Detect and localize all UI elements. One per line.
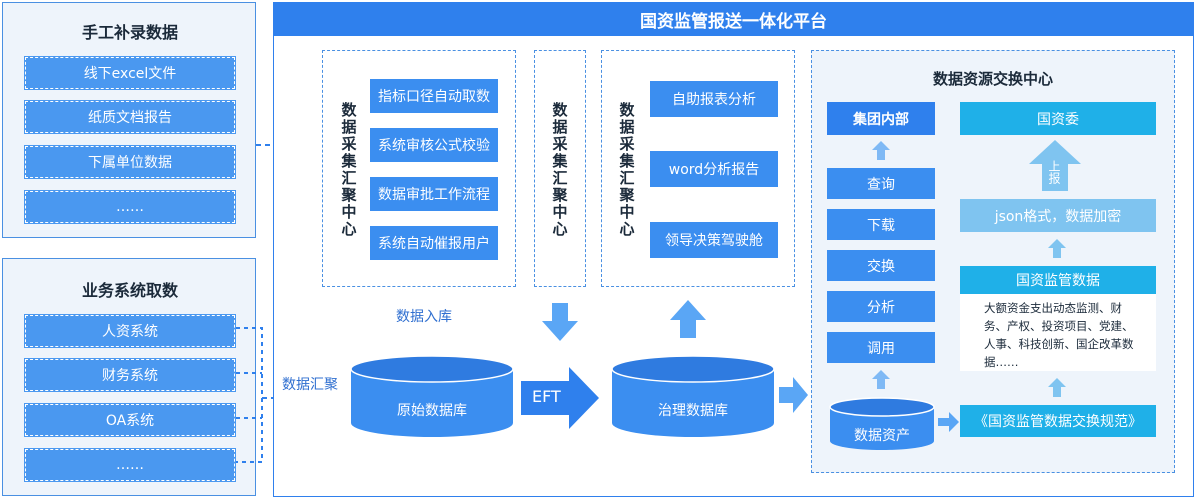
business-systems-panel: 业务系统取数 人资系统 财务系统 OA系统 …… bbox=[2, 258, 256, 496]
op-button[interactable]: 分析 bbox=[827, 291, 935, 322]
op-button[interactable]: 交换 bbox=[827, 250, 935, 281]
analysis-item[interactable]: 领导决策驾驶舱 bbox=[650, 222, 778, 258]
platform-title: 国资监管报送一体化平台 bbox=[273, 2, 1194, 36]
eft-arrow-icon bbox=[521, 367, 599, 429]
collect-center-box-2 bbox=[534, 50, 586, 287]
collect-item[interactable]: 系统自动催报用户 bbox=[370, 226, 498, 260]
manual-item[interactable]: 下属单位数据 bbox=[24, 145, 236, 179]
exchange-standard-box[interactable]: 《国资监管数据交换规范》 bbox=[960, 405, 1156, 437]
data-asset-label: 数据资产 bbox=[854, 428, 910, 444]
up-arrow-icon bbox=[872, 141, 890, 160]
raw-database-label: 原始数据库 bbox=[397, 403, 467, 419]
manual-data-title: 手工补录数据 bbox=[81, 23, 178, 42]
collect-item[interactable]: 数据审批工作流程 bbox=[370, 177, 498, 211]
right-arrow-icon bbox=[938, 412, 959, 432]
collect-center-label: 数据采集汇聚中心 bbox=[339, 102, 358, 238]
up-arrow-icon bbox=[1048, 239, 1066, 258]
data-asset-icon bbox=[829, 397, 935, 450]
data-gather-label: 数据汇聚 bbox=[282, 377, 338, 393]
business-systems-title: 业务系统取数 bbox=[81, 281, 178, 300]
collect-center-label-2: 数据采集汇聚中心 bbox=[550, 102, 569, 238]
right-arrow-icon bbox=[779, 377, 808, 413]
analysis-center-label: 数据采集汇聚中心 bbox=[617, 102, 636, 238]
manual-item[interactable]: 线下excel文件 bbox=[24, 56, 236, 90]
collect-item[interactable]: 系统审核公式校验 bbox=[370, 128, 498, 162]
upload-arrow-icon bbox=[1029, 140, 1081, 191]
manual-item[interactable]: …… bbox=[24, 190, 236, 224]
json-format-box: json格式，数据加密 bbox=[960, 199, 1156, 232]
eft-label: EFT bbox=[532, 387, 561, 406]
up-arrow-icon bbox=[670, 300, 706, 338]
manual-item[interactable]: 纸质文档报告 bbox=[24, 100, 236, 134]
analysis-item[interactable]: 自助报表分析 bbox=[650, 81, 778, 117]
upload-label: 上报 bbox=[1047, 160, 1061, 184]
op-button[interactable]: 查询 bbox=[827, 168, 935, 199]
manual-data-panel: 手工补录数据 线下excel文件 纸质文档报告 下属单位数据 …… bbox=[2, 2, 256, 238]
raw-database-icon bbox=[350, 355, 514, 437]
business-item[interactable]: 财务系统 bbox=[24, 358, 236, 392]
up-arrow-icon bbox=[1048, 378, 1066, 397]
analysis-item[interactable]: word分析报告 bbox=[650, 151, 778, 187]
supervision-data-title: 国资监管数据 bbox=[960, 266, 1156, 294]
data-in-label: 数据入库 bbox=[396, 309, 452, 325]
sasac-box[interactable]: 国资委 bbox=[960, 102, 1156, 135]
business-item[interactable]: 人资系统 bbox=[24, 314, 236, 348]
group-internal-box[interactable]: 集团内部 bbox=[827, 102, 935, 135]
governed-database-label: 治理数据库 bbox=[658, 403, 728, 419]
business-item[interactable]: OA系统 bbox=[24, 403, 236, 437]
exchange-center-title: 数据资源交换中心 bbox=[932, 70, 1053, 88]
business-item[interactable]: …… bbox=[24, 448, 236, 482]
down-arrow-icon bbox=[542, 303, 578, 341]
supervision-data-description: 大额资金支出动态监测、财务、产权、投资项目、党建、人事、科技创新、国企改革数据…… bbox=[984, 301, 1134, 369]
up-arrow-icon bbox=[872, 370, 890, 389]
collect-item[interactable]: 指标口径自动取数 bbox=[370, 79, 498, 113]
op-button[interactable]: 下载 bbox=[827, 209, 935, 240]
op-button[interactable]: 调用 bbox=[827, 332, 935, 363]
governed-database-icon bbox=[611, 355, 775, 437]
